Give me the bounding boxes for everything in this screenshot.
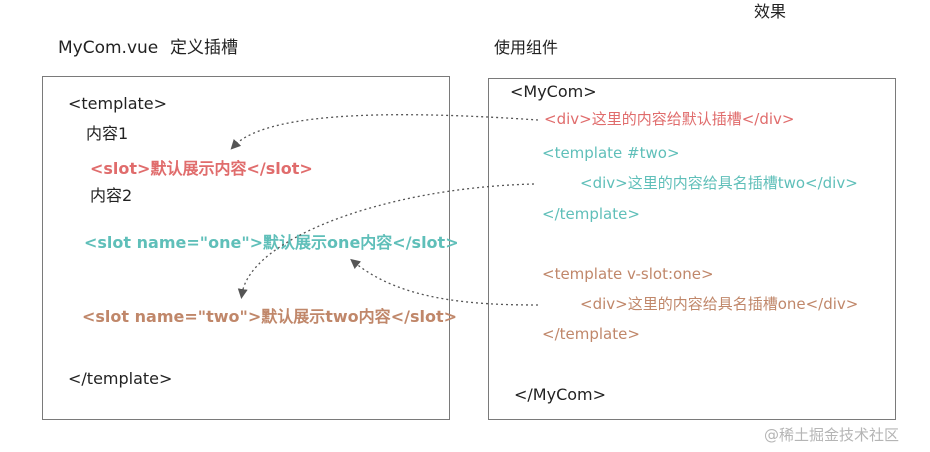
slot-two-close: </slot>: [390, 307, 457, 326]
slot-two-line: <slot name="two">默认展示two内容</slot>: [82, 309, 457, 325]
left-content1: 内容1: [86, 124, 129, 143]
mycom-open: <MyCom>: [510, 82, 597, 101]
default-slot-close: </slot>: [246, 159, 313, 178]
slot-two-open: <slot name="two">: [82, 307, 262, 326]
arrow-default-slot: [230, 114, 539, 150]
default-slot-line: <slot>默认展示内容</slot>: [90, 161, 313, 177]
two-div: <div>这里的内容给具名插槽two</div>: [580, 174, 858, 192]
mycom-close: </MyCom>: [514, 385, 607, 404]
watermark: @稀土掘金技术社区: [764, 426, 900, 444]
slot-one-line: <slot name="one">默认展示one内容</slot>: [84, 233, 459, 252]
arrow-slot-one: [350, 258, 539, 306]
left-description: 定义插槽: [170, 38, 238, 58]
default-slot-body: 默认展示内容: [150, 159, 247, 178]
left-file-name: MyCom.vue: [58, 38, 159, 58]
left-panel-box: [42, 76, 450, 420]
template-two-open: <template #two>: [542, 144, 680, 162]
template-one-open: <template v-slot:one>: [542, 265, 714, 283]
one-div: <div>这里的内容给具名插槽one</div>: [580, 295, 859, 313]
default-div: <div>这里的内容给默认插槽</div>: [544, 110, 795, 128]
left-template-open: <template>: [68, 94, 168, 113]
right-description: 使用组件: [494, 38, 559, 57]
left-template-close: </template>: [68, 369, 173, 388]
template-one-close: </template>: [542, 325, 640, 343]
default-slot-open: <slot>: [90, 159, 151, 178]
template-two-close: </template>: [542, 205, 640, 223]
left-content2: 内容2: [90, 186, 133, 205]
arrow-slot-two: [237, 183, 535, 299]
slot-two-body: 默认展示two内容: [261, 307, 391, 326]
effect-label: 效果: [754, 2, 787, 21]
right-panel-box: [488, 78, 896, 420]
